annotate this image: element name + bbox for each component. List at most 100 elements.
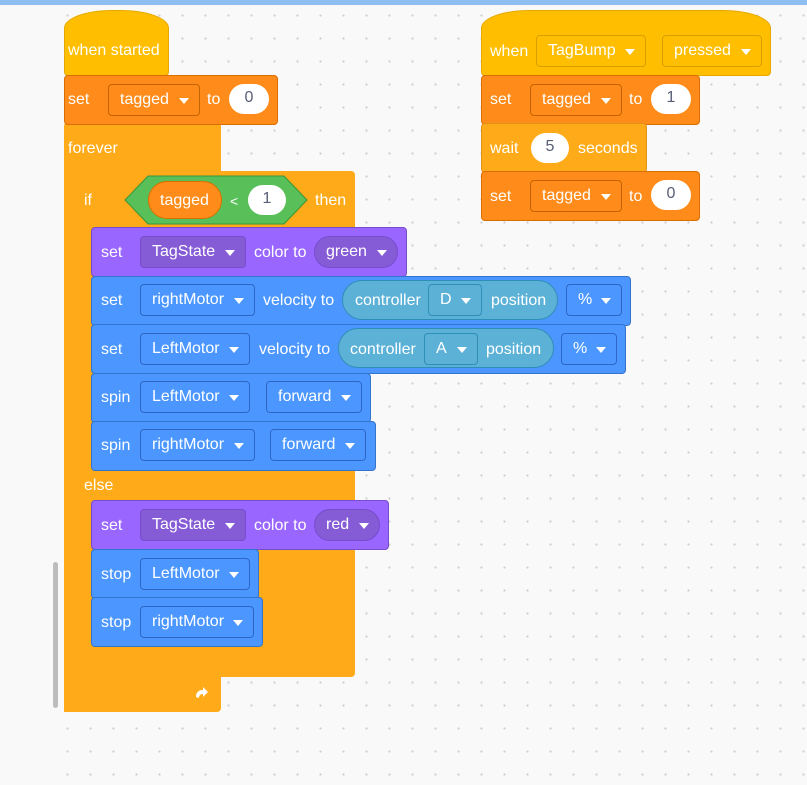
motor-dropdown[interactable]: rightMotor — [140, 429, 255, 461]
chevron-down-icon — [457, 347, 467, 353]
value-input[interactable]: 0 — [651, 180, 691, 210]
bumper-dropdown[interactable]: TagBump — [536, 35, 646, 67]
then-label: then — [315, 192, 347, 209]
set-label: set — [68, 91, 90, 108]
chevron-down-icon — [225, 523, 235, 529]
chevron-down-icon — [234, 298, 244, 304]
to-label: to — [629, 91, 643, 108]
chevron-down-icon — [229, 395, 239, 401]
motor-dropdown-label: rightMotor — [152, 613, 225, 630]
direction-dropdown[interactable]: forward — [266, 381, 362, 413]
forever-label: forever — [68, 140, 118, 157]
direction-dropdown[interactable]: forward — [270, 429, 366, 461]
controller-label: controller — [355, 292, 421, 309]
variable-dropdown-label: tagged — [542, 187, 591, 204]
chevron-down-icon — [377, 250, 387, 256]
set-label: set — [101, 341, 123, 358]
seconds-input[interactable]: 5 — [531, 133, 569, 163]
motor-dropdown[interactable]: LeftMotor — [140, 381, 250, 413]
seconds-label: seconds — [578, 140, 638, 157]
unit-dropdown-label: % — [578, 291, 593, 308]
spin-label: spin — [101, 389, 131, 406]
spin-label: spin — [101, 437, 131, 454]
axis-dropdown-label: D — [440, 291, 452, 308]
to-label: to — [629, 188, 643, 205]
loop-arrow-icon — [192, 684, 212, 709]
color-dropdown[interactable]: green — [314, 236, 398, 268]
chevron-down-icon — [596, 347, 606, 353]
set-label: set — [490, 188, 512, 205]
unit-dropdown[interactable]: % — [561, 333, 617, 365]
value-input[interactable]: 1 — [651, 84, 691, 114]
stop-label: stop — [101, 566, 132, 583]
set-label: set — [101, 292, 123, 309]
if-label: if — [84, 192, 92, 209]
variable-dropdown-label: tagged — [542, 91, 591, 108]
color-dropdown[interactable]: red — [314, 509, 380, 541]
chevron-down-icon — [179, 98, 189, 104]
top-bar — [0, 0, 807, 5]
direction-dropdown-label: forward — [278, 388, 332, 405]
chevron-down-icon — [234, 443, 244, 449]
bumper-dropdown-label: TagBump — [548, 42, 616, 59]
condition-variable-tagged[interactable] — [148, 181, 222, 219]
velocity-to-label: velocity to — [259, 341, 331, 358]
axis-dropdown[interactable]: D — [428, 284, 482, 316]
variable-dropdown[interactable]: tagged — [530, 84, 622, 116]
chevron-down-icon — [601, 298, 611, 304]
device-dropdown[interactable]: TagState — [140, 509, 246, 541]
variable-dropdown[interactable]: tagged — [108, 84, 200, 116]
color-dropdown-label: green — [326, 243, 367, 260]
variable-dropdown-label: tagged — [120, 91, 169, 108]
color-to-label: color to — [254, 244, 307, 261]
chevron-down-icon — [225, 250, 235, 256]
axis-dropdown-label: A — [436, 340, 447, 357]
chevron-down-icon — [229, 572, 239, 578]
variable-dropdown[interactable]: tagged — [530, 180, 622, 212]
motor-dropdown-label: LeftMotor — [152, 388, 220, 405]
condition-value-input[interactable]: 1 — [248, 185, 286, 215]
chevron-down-icon — [345, 443, 355, 449]
forever-block-bottom — [64, 678, 221, 711]
when-label: when — [490, 43, 529, 60]
to-label: to — [207, 91, 221, 108]
chevron-down-icon — [229, 347, 239, 353]
value-input[interactable]: 0 — [229, 84, 269, 114]
device-dropdown-label: TagState — [152, 516, 216, 533]
motor-dropdown[interactable]: LeftMotor — [140, 333, 250, 365]
event-dropdown[interactable]: pressed — [662, 35, 762, 67]
position-label: position — [491, 292, 547, 309]
set-label: set — [101, 517, 123, 534]
motor-dropdown[interactable]: rightMotor — [140, 284, 255, 316]
else-label: else — [84, 477, 114, 494]
color-dropdown-label: red — [326, 516, 350, 533]
chevron-down-icon — [359, 523, 369, 529]
condition-variable-label: tagged — [160, 192, 209, 209]
less-than-symbol: < — [230, 193, 239, 209]
set-label: set — [490, 91, 512, 108]
velocity-to-label: velocity to — [263, 292, 335, 309]
motor-dropdown[interactable]: LeftMotor — [140, 558, 250, 590]
device-dropdown-label: TagState — [152, 243, 216, 260]
motor-dropdown-label: LeftMotor — [152, 340, 220, 357]
chevron-down-icon — [233, 620, 243, 626]
unit-dropdown[interactable]: % — [566, 284, 622, 316]
unit-dropdown-label: % — [573, 340, 588, 357]
motor-dropdown-label: rightMotor — [152, 436, 225, 453]
chevron-down-icon — [341, 395, 351, 401]
chevron-down-icon — [461, 298, 471, 304]
wait-label: wait — [490, 140, 519, 157]
vertical-scrollbar[interactable] — [53, 562, 58, 708]
controller-label: controller — [350, 341, 416, 358]
when-started-hat[interactable] — [64, 10, 169, 76]
device-dropdown[interactable]: TagState — [140, 236, 246, 268]
position-label: position — [486, 341, 542, 358]
workspace-left-margin — [0, 5, 62, 785]
motor-dropdown-label: rightMotor — [152, 291, 225, 308]
axis-dropdown[interactable]: A — [424, 333, 478, 365]
when-started-label: when started — [68, 42, 160, 59]
stop-label: stop — [101, 614, 132, 631]
motor-dropdown[interactable]: rightMotor — [140, 606, 254, 638]
direction-dropdown-label: forward — [282, 436, 336, 453]
set-label: set — [101, 244, 123, 261]
